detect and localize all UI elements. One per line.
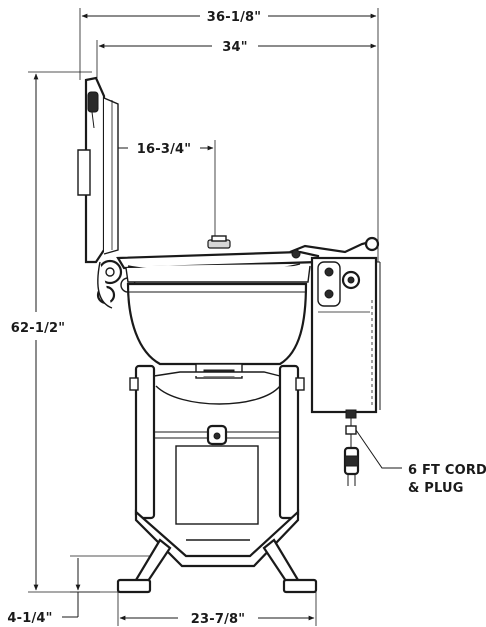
stand-legs xyxy=(116,538,318,594)
leg-span-label: 23-7/8" xyxy=(191,612,246,627)
kettle-bowl xyxy=(126,282,308,379)
control-box xyxy=(310,256,381,419)
center-offset-label: 16-3/4" xyxy=(137,142,192,157)
overall-width-label: 36-1/8" xyxy=(207,10,262,25)
dimension-overall-width: 36-1/8" xyxy=(79,8,379,262)
cord-callout-line2: & PLUG xyxy=(408,481,464,496)
stand-frame xyxy=(129,364,305,568)
kettle-illustration xyxy=(77,76,381,594)
dimension-overall-height: 62-1/2" xyxy=(11,71,120,593)
cord-and-plug xyxy=(343,418,360,486)
dimension-foot-height: 4-1/4" xyxy=(7,555,150,626)
open-lid xyxy=(77,76,119,264)
foot-height-label: 4-1/4" xyxy=(7,611,52,626)
cord-callout-line1: 6 FT CORD xyxy=(408,463,486,478)
overall-height-label: 62-1/2" xyxy=(11,321,66,336)
dimension-body-width: 34" xyxy=(96,40,377,78)
body-width-label: 34" xyxy=(222,40,247,55)
cord-callout: 6 FT CORD & PLUG xyxy=(355,429,486,496)
dimension-leg-span: 23-7/8" xyxy=(117,592,317,627)
